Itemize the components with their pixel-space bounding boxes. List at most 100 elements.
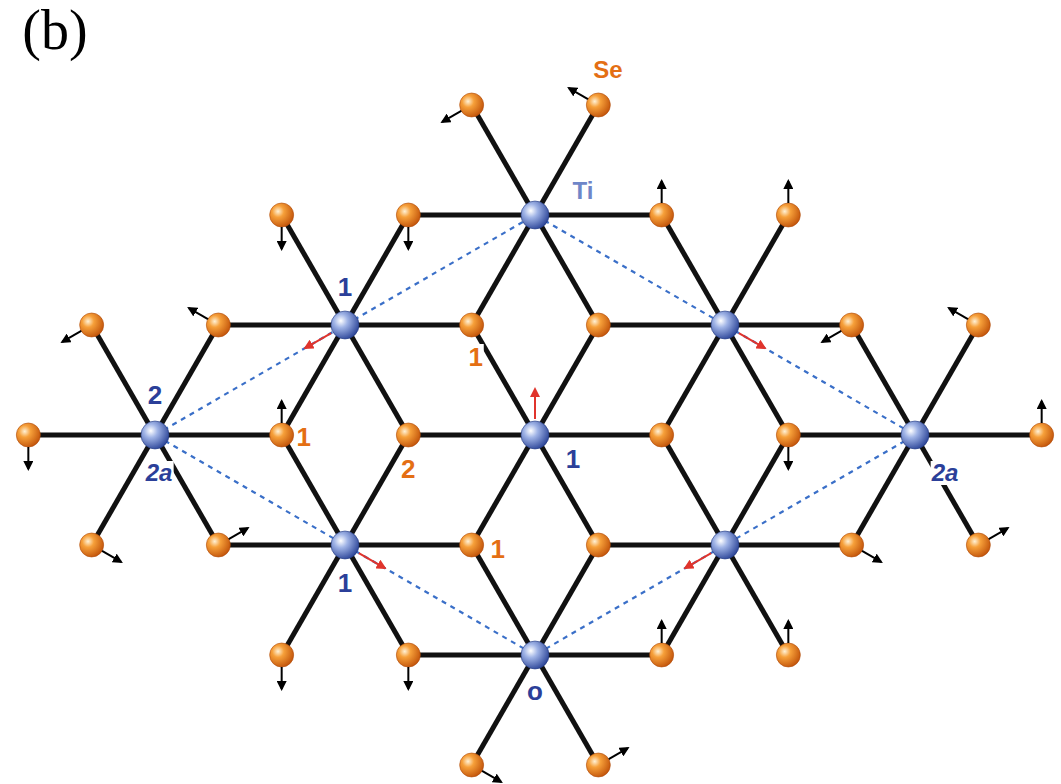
bond-line — [535, 655, 598, 765]
bond-line — [725, 215, 788, 325]
bond-line — [472, 215, 535, 325]
bond-line — [598, 323, 725, 328]
bond-line — [155, 325, 218, 435]
site-label: Se — [592, 58, 623, 82]
se-displacement-arrow — [407, 227, 409, 249]
bond-line — [852, 435, 915, 545]
se-displacement-arrow — [102, 551, 121, 562]
bond-line — [408, 433, 535, 438]
bond-line — [408, 653, 535, 658]
bond-line — [535, 653, 662, 658]
se-atom — [586, 753, 610, 777]
se-atom — [776, 423, 800, 447]
bond-line — [345, 543, 472, 548]
ti-displacement-arrow — [359, 553, 385, 568]
bond-line — [535, 105, 598, 215]
ti-displacement-arrow — [685, 553, 711, 568]
ti-displacement-arrow — [739, 333, 765, 348]
bond-line — [535, 435, 598, 545]
bond-line — [282, 215, 345, 325]
bond-line — [345, 325, 408, 435]
ti-displacement-arrow — [305, 333, 331, 348]
bond-line — [92, 435, 155, 545]
se-displacement-arrow — [569, 88, 588, 99]
site-label: 2a — [931, 461, 960, 485]
ti-displacement-arrow — [534, 389, 536, 419]
bond-line — [472, 325, 535, 435]
bond-line — [662, 215, 725, 325]
se-atom — [966, 533, 990, 557]
bond-line — [155, 435, 218, 545]
ti-atom — [141, 421, 169, 449]
se-atom — [650, 643, 674, 667]
bond-line — [282, 545, 345, 655]
se-atom — [206, 313, 230, 337]
ti-atom — [521, 421, 549, 449]
bond-line — [345, 545, 408, 655]
site-label: 2 — [147, 382, 163, 408]
bond-line — [472, 655, 535, 765]
bond-line — [155, 433, 282, 438]
se-displacement-arrow — [281, 401, 283, 423]
supercell-outline — [155, 215, 915, 655]
site-label: 1 — [565, 446, 581, 472]
se-displacement-arrow — [482, 771, 501, 782]
bond-line — [345, 435, 408, 545]
se-atom — [80, 313, 104, 337]
se-displacement-arrow — [281, 667, 283, 689]
bond-line — [725, 545, 788, 655]
se-displacement-arrow — [189, 308, 208, 319]
se-atom — [840, 313, 864, 337]
site-label: 1 — [337, 274, 353, 300]
bond-line — [345, 323, 472, 328]
se-displacement-arrow — [62, 331, 81, 342]
se-displacement-arrow — [822, 331, 841, 342]
se-atom — [650, 203, 674, 227]
se-displacement-arrow — [661, 621, 663, 643]
se-displacement-arrow — [787, 447, 789, 469]
se-atom — [396, 423, 420, 447]
bond-line — [725, 543, 852, 548]
se-displacement-arrow — [442, 111, 461, 122]
bond-line — [915, 433, 1042, 438]
se-atom — [460, 313, 484, 337]
ti-atom — [901, 421, 929, 449]
se-displacement-arrow — [787, 621, 789, 643]
ti-atom — [711, 311, 739, 339]
bond-line — [788, 433, 915, 438]
se-atom — [396, 203, 420, 227]
ti-atom — [521, 641, 549, 669]
bond-line — [915, 435, 978, 545]
se-displacement-arrow — [989, 528, 1008, 539]
site-label: 2a — [145, 461, 174, 485]
se-atom — [206, 533, 230, 557]
se-atom — [966, 313, 990, 337]
bond-line — [725, 435, 788, 545]
site-label: Ti — [572, 179, 595, 203]
bond-line — [725, 323, 852, 328]
bond-line — [915, 325, 978, 435]
se-displacement-arrow — [949, 308, 968, 319]
site-label: 1 — [337, 570, 353, 596]
se-displacement-arrow — [787, 181, 789, 203]
se-displacement-arrow — [661, 181, 663, 203]
bond-line — [282, 435, 345, 545]
se-atom — [1030, 423, 1054, 447]
se-atom — [270, 203, 294, 227]
bond-line — [472, 105, 535, 215]
ti-atom — [331, 531, 359, 559]
site-label: o — [526, 678, 544, 704]
bond-line — [852, 325, 915, 435]
se-atom — [16, 423, 40, 447]
bond-line — [345, 215, 408, 325]
bond-line — [535, 545, 598, 655]
se-atom — [840, 533, 864, 557]
se-atom — [776, 643, 800, 667]
ti-atom — [521, 201, 549, 229]
se-atom — [586, 533, 610, 557]
ti-atom — [331, 311, 359, 339]
bond-line — [662, 545, 725, 655]
se-atom — [776, 203, 800, 227]
se-atom — [586, 313, 610, 337]
